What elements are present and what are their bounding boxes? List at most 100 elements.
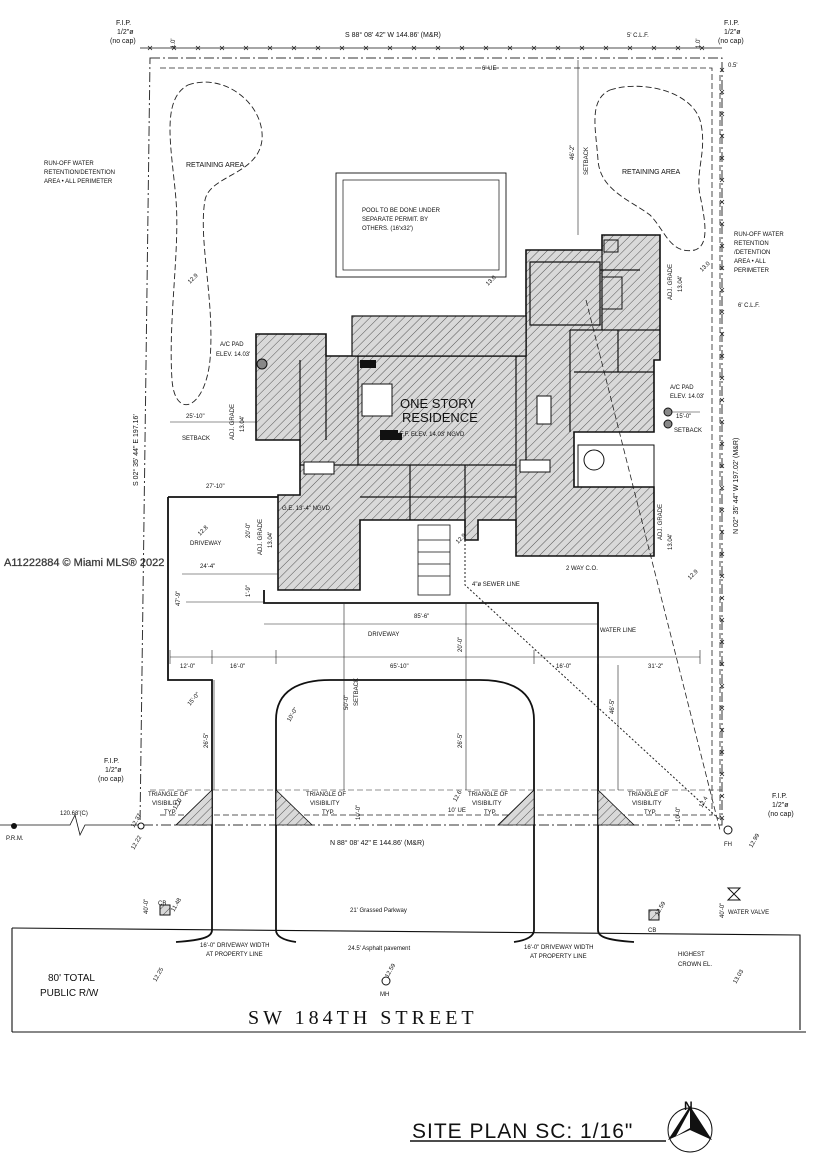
fence-x-mark bbox=[147, 45, 153, 51]
radius-15-0: 15'-0" bbox=[187, 692, 201, 708]
asphalt-pavement: 24.5' Asphalt pavement bbox=[348, 946, 411, 952]
fence-x-mark bbox=[675, 45, 681, 51]
fence-x-mark bbox=[719, 793, 725, 799]
pool-note-3: OTHERS. (16'x32') bbox=[362, 226, 413, 232]
residence-title-1: ONE STORY bbox=[400, 396, 476, 411]
clf-north: 5' C.L.F. bbox=[627, 33, 649, 39]
watermark: A11222884 © Miami MLS® 2022 bbox=[4, 557, 164, 569]
setback-front: 50'-0" bbox=[344, 695, 350, 710]
water-valve-icon bbox=[726, 887, 742, 901]
fence-x-mark bbox=[411, 45, 417, 51]
fence-x-mark bbox=[699, 45, 705, 51]
prm-icon bbox=[11, 823, 17, 829]
tri-2-a: TRIANGLE OF bbox=[306, 792, 346, 798]
fence-x-mark bbox=[243, 45, 249, 51]
fip-sw-label: F.I.P. bbox=[104, 758, 119, 765]
property-line bbox=[139, 47, 723, 826]
dim-26-5a: 26'-5" bbox=[204, 733, 210, 748]
fence-x-mark bbox=[195, 45, 201, 51]
fence-x-mark bbox=[651, 45, 657, 51]
offset-10-right: 1.0' bbox=[696, 39, 702, 49]
spot-126: 12.6 bbox=[453, 789, 464, 803]
ue-south: 10' UE bbox=[448, 808, 466, 814]
adj-grade-garage: ADJ. GRADE bbox=[258, 519, 264, 555]
runoff-right-3: /DETENTION bbox=[734, 250, 770, 256]
fence-x-mark bbox=[315, 45, 321, 51]
offset-05: 0.5' bbox=[728, 63, 738, 69]
fip-ne-cap: (no cap) bbox=[718, 38, 744, 45]
runoff-right-5: PERIMETER bbox=[734, 268, 770, 274]
grade-128: 12.8 bbox=[197, 524, 210, 537]
dim-26-5b: 26'-5" bbox=[458, 733, 464, 748]
fence-x-mark bbox=[719, 331, 725, 337]
tri-2-c: TYP. bbox=[322, 810, 335, 816]
dw-width-2b: AT PROPERTY LINE bbox=[530, 954, 587, 960]
setback-west-label: SETBACK bbox=[182, 436, 210, 442]
fip-se-size: 1/2"ø bbox=[772, 802, 789, 809]
driveway-outline bbox=[167, 496, 635, 943]
dim-65-10: 65'-10" bbox=[390, 664, 409, 670]
fip-se-icon bbox=[723, 825, 733, 835]
fence-x-mark bbox=[719, 661, 725, 667]
fence-x-mark bbox=[719, 771, 725, 777]
mh-label: MH bbox=[380, 992, 389, 998]
spot-1259: 12.59 bbox=[655, 900, 668, 917]
dim-1-9: 1'-9" bbox=[246, 585, 252, 597]
entry-stairs bbox=[417, 524, 451, 596]
adj-grade-se-val: 13.04' bbox=[668, 534, 674, 550]
runoff-left-3: AREA • ALL PERIMETER bbox=[44, 179, 113, 185]
fence-x-mark bbox=[719, 551, 725, 557]
spot-1259b: 12.59 bbox=[385, 962, 398, 979]
prm-label: P.R.M. bbox=[6, 836, 24, 842]
fence-x-mark bbox=[719, 243, 725, 249]
residence-title-2: RESIDENCE bbox=[402, 410, 478, 425]
adj-grade-se: ADJ. GRADE bbox=[658, 504, 664, 540]
fence-x-mark bbox=[719, 221, 725, 227]
fence-x-mark bbox=[435, 45, 441, 51]
fence-x-mark bbox=[719, 485, 725, 491]
street-name: SW 184TH STREET bbox=[248, 1007, 478, 1029]
pool-area bbox=[335, 172, 507, 278]
setback-east-label: SETBACK bbox=[674, 428, 702, 434]
fh-label: FH bbox=[724, 842, 732, 848]
spot-124: 12.4 bbox=[699, 795, 710, 809]
grassed-parkway: 21' Grassed Parkway bbox=[350, 908, 407, 914]
dim-20-0b: 20'-0" bbox=[458, 637, 464, 652]
fence-x-mark bbox=[719, 595, 725, 601]
dim-20-0: 20'-0" bbox=[246, 523, 252, 538]
fence-x-mark bbox=[219, 45, 225, 51]
tri-4-b: VISIBILITY bbox=[632, 801, 662, 807]
spot-120: 12.0 bbox=[173, 797, 184, 811]
tri-1-a: TRIANGLE OF bbox=[148, 792, 188, 798]
vis-dim-a: 10'-0" bbox=[356, 805, 362, 820]
fence-x-mark bbox=[719, 573, 725, 579]
runoff-left-2: RETENTION/DETENTION bbox=[44, 170, 115, 176]
tri-3-b: VISIBILITY bbox=[472, 801, 502, 807]
water-line-label: WATER LINE bbox=[600, 628, 636, 634]
fip-sw-icon bbox=[137, 822, 145, 830]
fence-x-mark bbox=[171, 45, 177, 51]
fip-ne-label: F.I.P. bbox=[724, 20, 739, 27]
fence-x-mark bbox=[507, 45, 513, 51]
fence-x-mark bbox=[719, 287, 725, 293]
fence-x-mark bbox=[719, 639, 725, 645]
distance-120: 120.68'(C) bbox=[60, 811, 88, 817]
residence-footprint bbox=[255, 234, 661, 591]
dim-16-0a: 16'-0" bbox=[230, 664, 245, 670]
driveway-label-1: DRIVEWAY bbox=[190, 541, 221, 547]
runoff-right-4: AREA • ALL bbox=[734, 259, 766, 265]
water-valve-label: WATER VALVE bbox=[728, 910, 769, 916]
adj-grade-left: ADJ. GRADE bbox=[230, 404, 236, 440]
tri-3-c: TYP. bbox=[484, 810, 497, 816]
sewer-line-label: 4"ø SEWER LINE bbox=[472, 582, 520, 588]
fence-marks bbox=[147, 45, 725, 821]
vis-dim-b: 10'-0" bbox=[676, 807, 682, 822]
setback-east: 15'-0" bbox=[676, 414, 691, 420]
fence-x-mark bbox=[719, 353, 725, 359]
grade-130b: 13.0 bbox=[699, 260, 712, 273]
fence-x-mark bbox=[719, 463, 725, 469]
ge-elevation: G.E. 13'-4" NGVD bbox=[282, 506, 331, 512]
tri-1-c: TYP. bbox=[164, 810, 177, 816]
spot-1299: 12.99 bbox=[749, 832, 762, 849]
setback-front-label: SETBACK bbox=[354, 678, 360, 706]
